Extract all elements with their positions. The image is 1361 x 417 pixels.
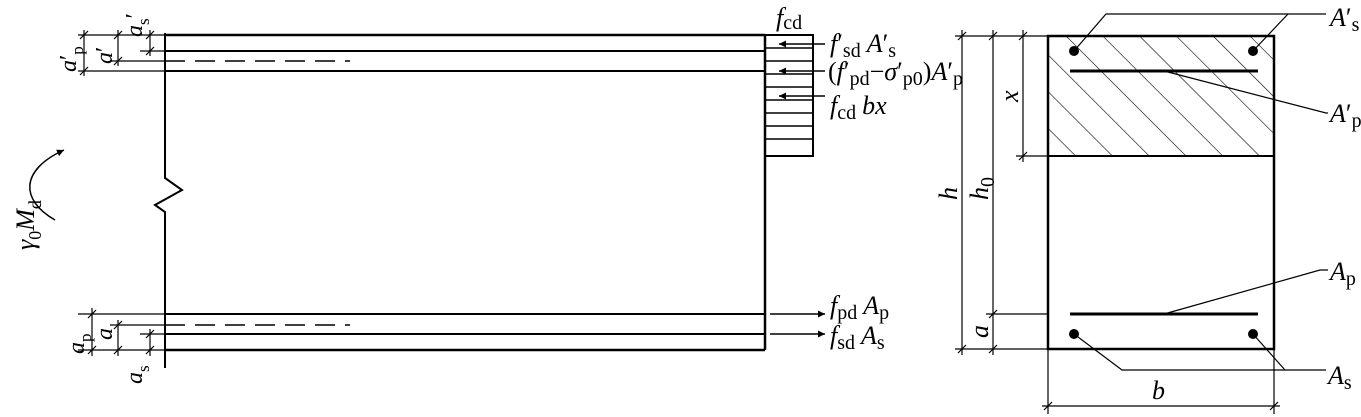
section-dimensions [955, 30, 1280, 414]
bottom-dimensions [78, 308, 165, 356]
dim-label-as-prime: as′ [122, 13, 153, 37]
force-label-fpd-prime: (f′pd−σ′p0)A′p [828, 57, 963, 90]
beam-elevation: a′p a′ as′ ap a as γ0Md [11, 3, 963, 384]
dim-label-ap-prime: a′p [56, 46, 87, 72]
dim-label-a: a [92, 328, 118, 340]
stress-block-label: fcd [776, 3, 802, 34]
dim-label-b: b [1152, 376, 1165, 405]
dim-label-a-prime: a′ [92, 47, 118, 64]
label-As-prime: A′s [1328, 3, 1360, 36]
top-dimensions [78, 30, 165, 76]
section-outline [1046, 34, 1276, 351]
cross-section: A′s A′p Ap As h [934, 3, 1361, 414]
dim-label-ap: ap [64, 334, 95, 355]
dim-label-x: x [995, 90, 1024, 103]
compression-zone-hatch [1048, 36, 1274, 156]
dim-label-h0: h0 [965, 177, 999, 200]
label-Ap: Ap [1328, 257, 1356, 290]
dim-label-h: h [934, 187, 963, 200]
moment-arrow [29, 149, 65, 221]
leader-lines [1073, 13, 1328, 371]
dim-label-a-section: a [965, 325, 994, 338]
label-As: As [1326, 361, 1352, 394]
dim-label-as: as [122, 365, 153, 384]
stress-block-hatch [765, 47, 813, 140]
break-line [153, 33, 184, 368]
label-Ap-prime: A′p [1328, 99, 1361, 132]
moment-label: γ0Md [11, 200, 45, 250]
